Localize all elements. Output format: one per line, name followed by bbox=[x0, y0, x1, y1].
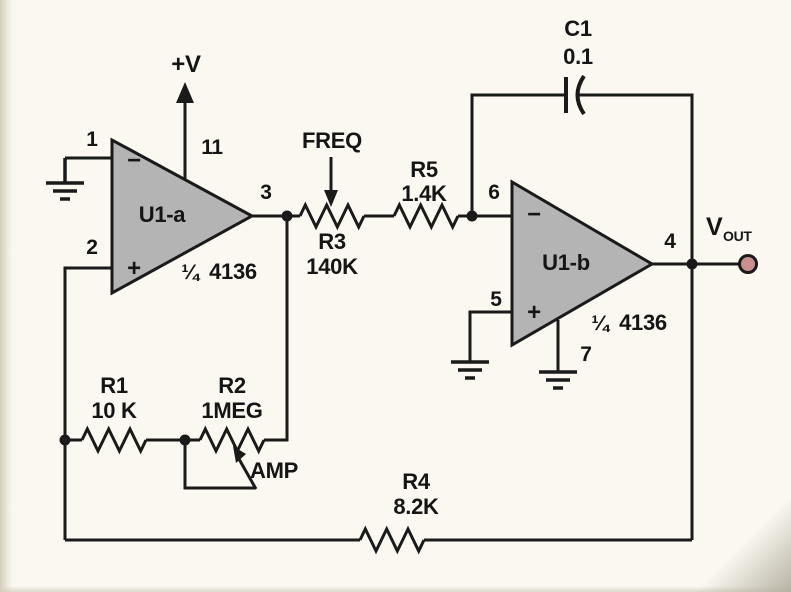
junction-dot bbox=[686, 258, 698, 270]
wiper-arrow-icon bbox=[324, 190, 338, 207]
junction-dot bbox=[59, 434, 71, 446]
junction-dots bbox=[59, 210, 698, 446]
wire bbox=[578, 93, 694, 264]
pin-4-label: 4 bbox=[664, 230, 676, 253]
resistor-r1-ref: R1 bbox=[100, 373, 128, 398]
pin-7-label: 7 bbox=[580, 343, 591, 366]
resistor-r2-value: 1MEG bbox=[201, 398, 262, 423]
up-arrow-icon bbox=[176, 82, 194, 103]
resistor-r4-ref: R4 bbox=[402, 469, 431, 494]
junction-dot bbox=[179, 434, 191, 446]
resistor-r5: R5 1.4K bbox=[392, 157, 460, 231]
ground-bars bbox=[46, 181, 84, 201]
pin-1-label: 1 bbox=[86, 128, 98, 151]
resistor-zigzag bbox=[392, 201, 460, 231]
power-supply: +V 11 bbox=[171, 51, 224, 179]
capacitor-c1-ref: C1 bbox=[564, 16, 592, 41]
resistor-r1: R1 10 K bbox=[80, 373, 148, 455]
vout-subscript: OUT bbox=[723, 228, 752, 244]
opamp-u1b-part: 4136 bbox=[619, 310, 667, 335]
resistor-r2: R2 1MEG AMP bbox=[198, 373, 298, 490]
opamp-u1b-body bbox=[510, 179, 655, 348]
opamp-u1a-plus-sign: + bbox=[127, 255, 141, 282]
pin-3-label: 3 bbox=[260, 181, 271, 204]
opamp-u1a-body bbox=[110, 137, 256, 296]
resistor-r4: R4 8.2K bbox=[358, 469, 439, 555]
ground-bars bbox=[451, 360, 489, 380]
ground-symbol bbox=[46, 158, 84, 201]
pin-6-label: 6 bbox=[488, 181, 499, 204]
opamp-u1a-minus-sign: − bbox=[127, 147, 141, 174]
resistor-r4-value: 8.2K bbox=[393, 494, 439, 519]
resistor-r3-control-label: FREQ bbox=[302, 128, 362, 153]
ground-bars bbox=[539, 370, 577, 390]
wire bbox=[470, 93, 566, 216]
wiper-arrow-icon bbox=[233, 446, 246, 463]
opamp-u1b-minus-sign: − bbox=[527, 201, 541, 228]
opamp-u1a-label: U1-a bbox=[139, 202, 187, 227]
wire bbox=[63, 266, 112, 540]
resistor-zigzag bbox=[358, 525, 426, 555]
wire bbox=[468, 310, 512, 362]
pin-2-label: 2 bbox=[86, 236, 97, 259]
resistor-r3-value: 140K bbox=[306, 254, 358, 279]
wire bbox=[183, 440, 256, 490]
opamp-u1a-part: 4136 bbox=[209, 259, 257, 284]
resistor-r3: FREQ R3 140K bbox=[298, 128, 366, 279]
resistor-r2-control-label: AMP bbox=[250, 458, 298, 483]
pin-11-label: 11 bbox=[201, 136, 223, 159]
opamp-u1b-plus-sign: + bbox=[527, 299, 541, 326]
capacitor-c1-value: 0.1 bbox=[563, 44, 593, 69]
resistor-r3-ref: R3 bbox=[318, 229, 346, 254]
vout-terminal: V OUT bbox=[706, 213, 758, 274]
wiper-arrow-stem bbox=[237, 458, 258, 490]
opamp-u1a-fraction: ¼ bbox=[181, 261, 200, 284]
vout-label: V bbox=[706, 213, 723, 241]
wire bbox=[264, 216, 289, 442]
resistor-r5-ref: R5 bbox=[410, 157, 438, 182]
resistor-r1-value: 10 K bbox=[91, 398, 137, 423]
junction-dot bbox=[281, 210, 293, 222]
opamp-u1a: − + U1-a 1 2 3 ¼ 4136 bbox=[86, 128, 272, 296]
resistor-r2-ref: R2 bbox=[218, 373, 246, 398]
opamp-u1b-label: U1-b bbox=[542, 250, 590, 275]
resistor-zigzag bbox=[298, 201, 366, 231]
junction-dot bbox=[466, 210, 478, 222]
pin-5-label: 5 bbox=[490, 288, 502, 311]
capacitor-c1: C1 0.1 bbox=[563, 16, 593, 116]
ground-symbol bbox=[451, 360, 489, 380]
output-terminal-icon bbox=[738, 254, 758, 274]
opamp-u1b-fraction: ¼ bbox=[591, 312, 610, 335]
capacitor-plate-curved bbox=[575, 74, 586, 116]
resistor-zigzag bbox=[80, 425, 148, 455]
opamp-u1b: − + U1-b 6 5 4 7 ¼ 4136 bbox=[488, 179, 677, 366]
resistor-r5-value: 1.4K bbox=[401, 181, 447, 206]
ground-symbol bbox=[539, 370, 577, 390]
resistor-zigzag bbox=[198, 425, 266, 455]
power-label: +V bbox=[171, 51, 201, 78]
